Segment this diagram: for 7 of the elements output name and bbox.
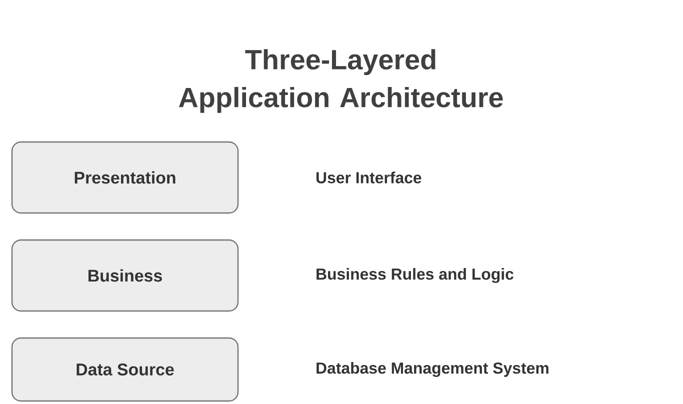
title: Three-Layered Application Architecture: [178, 49, 503, 113]
layer-description: User Interface: [316, 172, 422, 184]
layer-description: Business Rules and Logic: [316, 268, 514, 283]
layer-box: Data Source: [11, 337, 239, 402]
layer-description: Database Management System: [316, 362, 548, 377]
layer-box: Presentation: [11, 141, 239, 214]
layer-box: Business: [11, 239, 239, 312]
